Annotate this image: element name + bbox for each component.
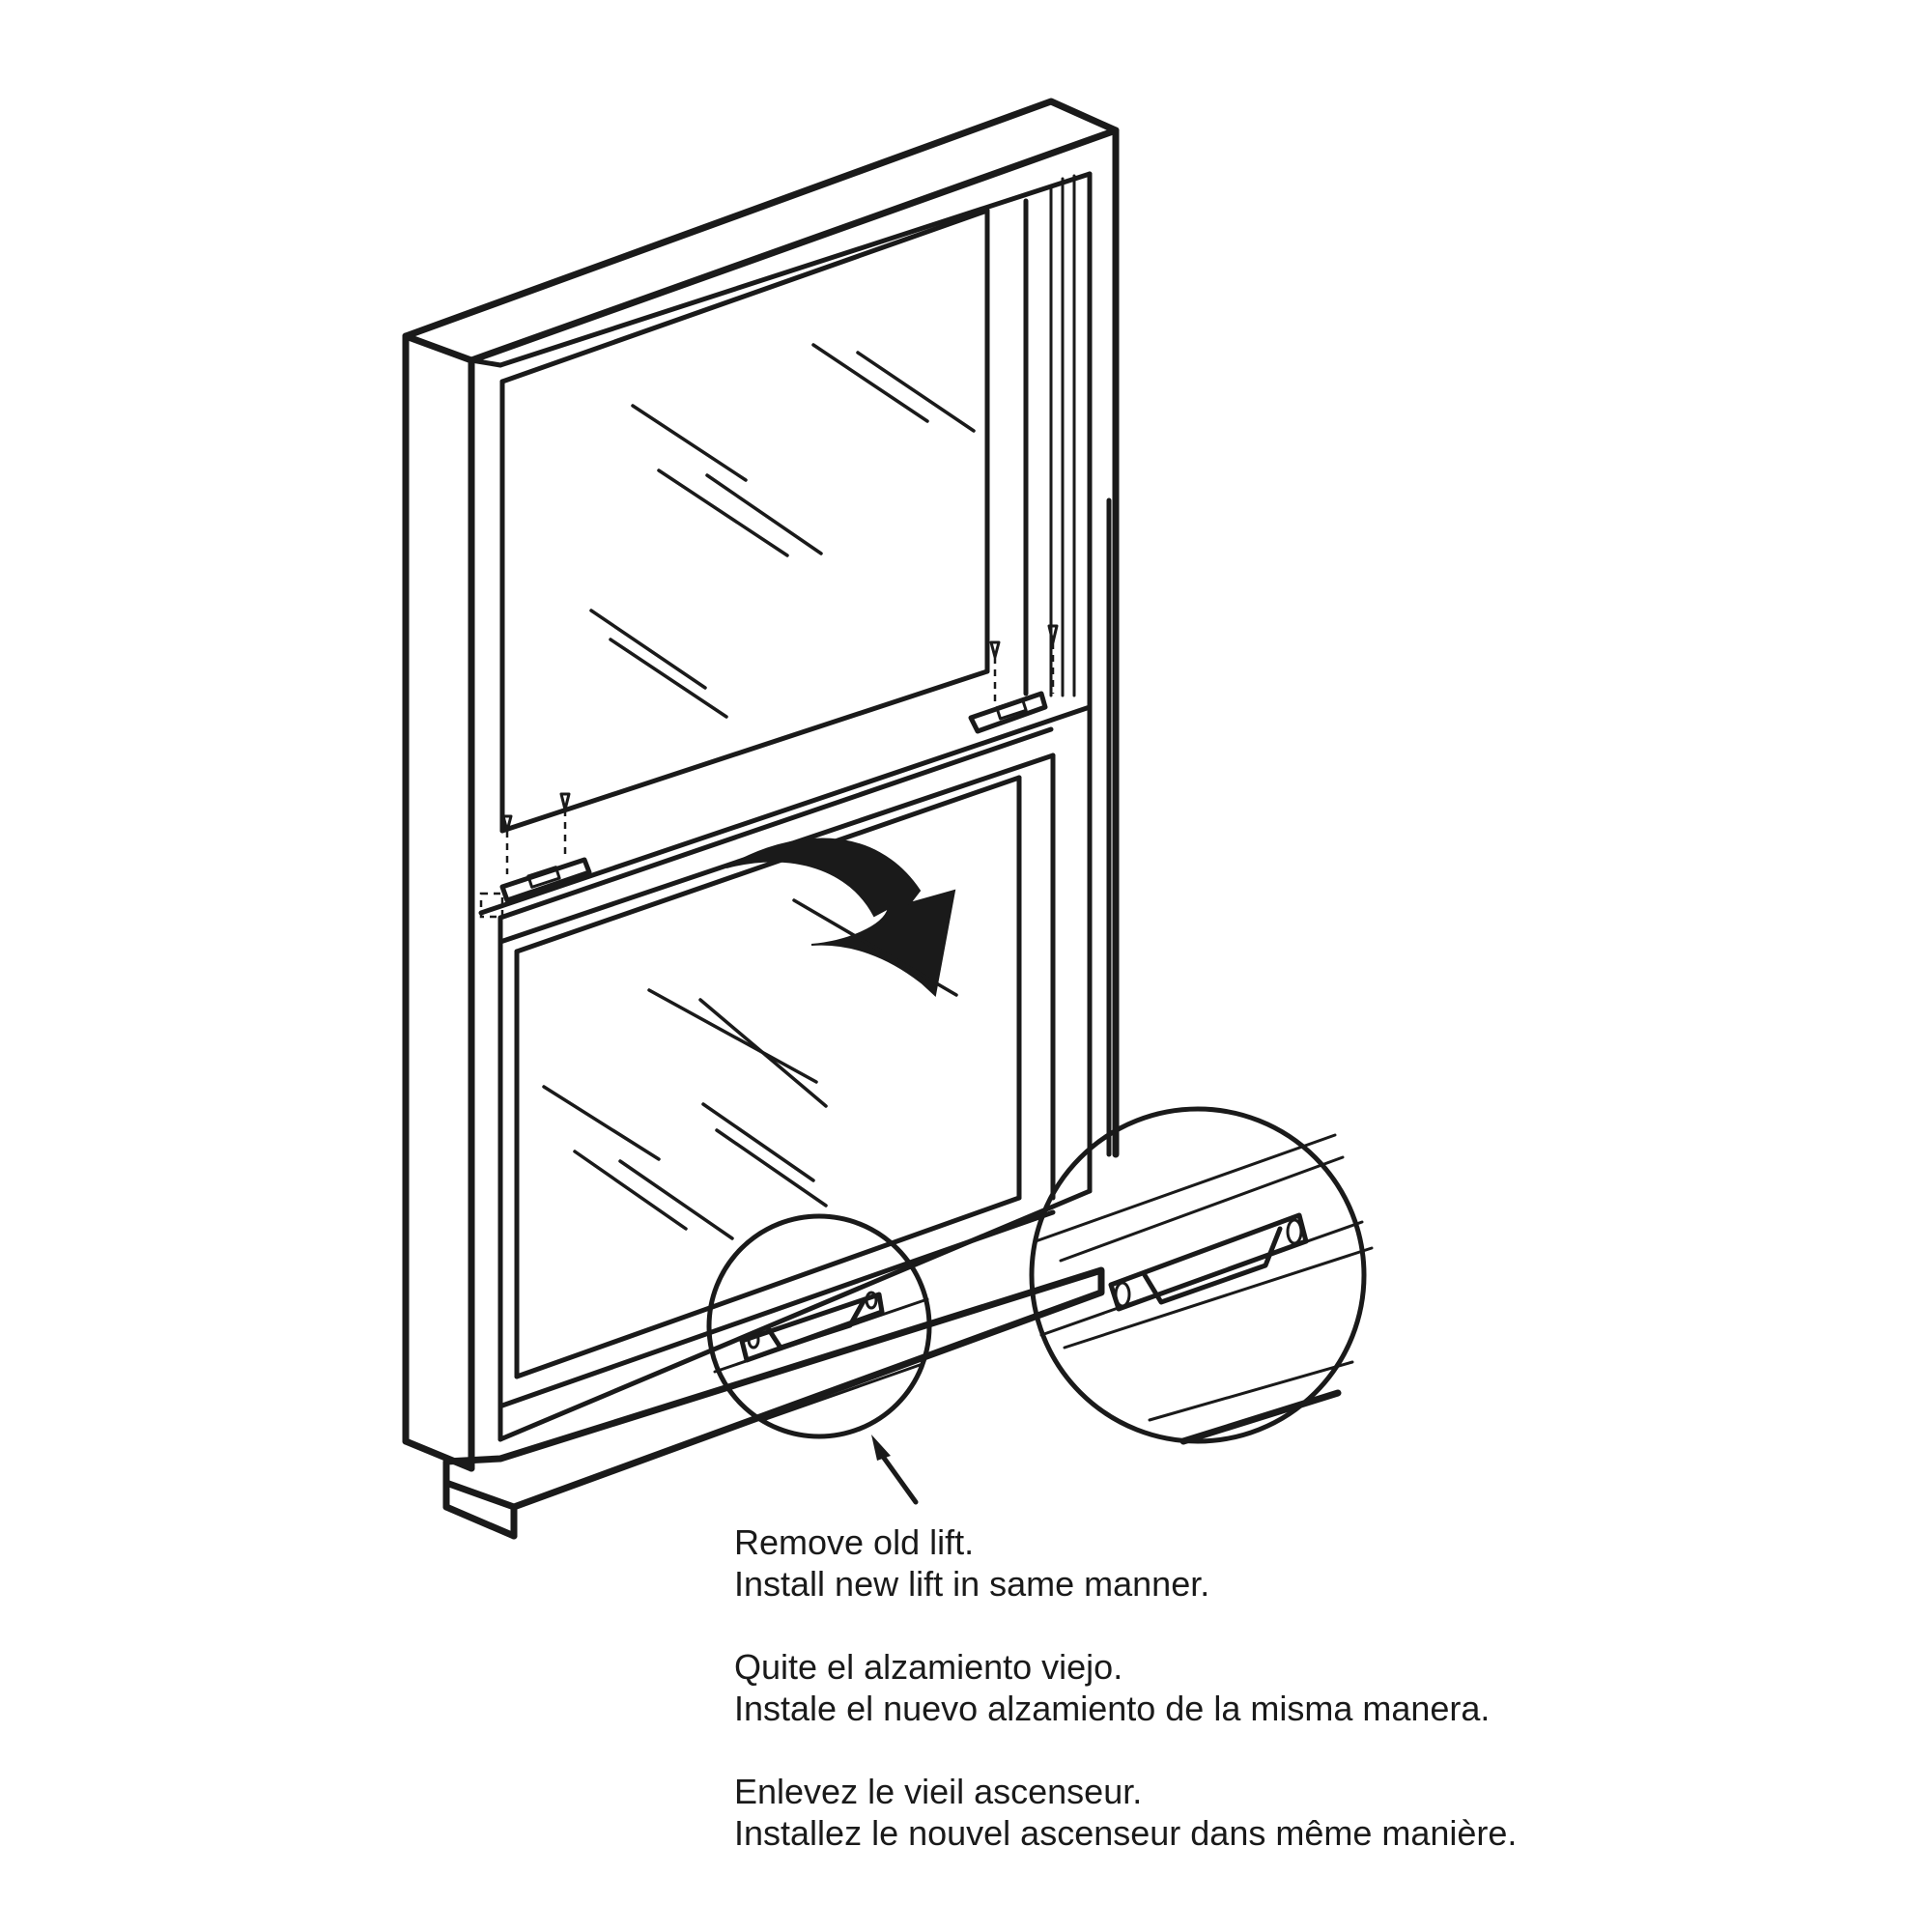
instruction-line: Installez le nouvel ascenseur dans même … bbox=[734, 1813, 1518, 1853]
instruction-line: Enlevez le vieil ascenseur. bbox=[734, 1772, 1143, 1811]
upper-sash bbox=[499, 198, 1029, 834]
instruction-caption: Remove old lift. Install new lift in sam… bbox=[734, 1521, 1893, 1895]
instruction-english: Remove old lift. Install new lift in sam… bbox=[734, 1521, 1893, 1605]
instruction-line: Install new lift in same manner. bbox=[734, 1564, 1210, 1604]
glass-glare-lines bbox=[542, 343, 976, 1240]
window-sill bbox=[442, 1266, 1105, 1540]
pointer-arrow bbox=[871, 1435, 919, 1505]
large-detail-circle bbox=[1029, 1106, 1374, 1445]
inner-frame bbox=[469, 171, 1093, 1442]
instruction-line: Quite el alzamiento viejo. bbox=[734, 1647, 1123, 1687]
instruction-french: Enlevez le vieil ascenseur. Installez le… bbox=[734, 1771, 1893, 1854]
pivot-bar-left bbox=[479, 792, 592, 919]
pivot-bar-right bbox=[968, 624, 1059, 734]
tilt-arrow bbox=[725, 838, 956, 997]
lower-sash bbox=[478, 704, 1093, 1408]
small-detail-circle bbox=[706, 1213, 932, 1439]
instruction-line: Instale el nuevo alzamiento de la misma … bbox=[734, 1689, 1491, 1728]
instruction-spanish: Quite el alzamiento viejo. Instale el nu… bbox=[734, 1646, 1893, 1729]
instruction-line: Remove old lift. bbox=[734, 1522, 975, 1562]
window-frame bbox=[402, 98, 1120, 1472]
